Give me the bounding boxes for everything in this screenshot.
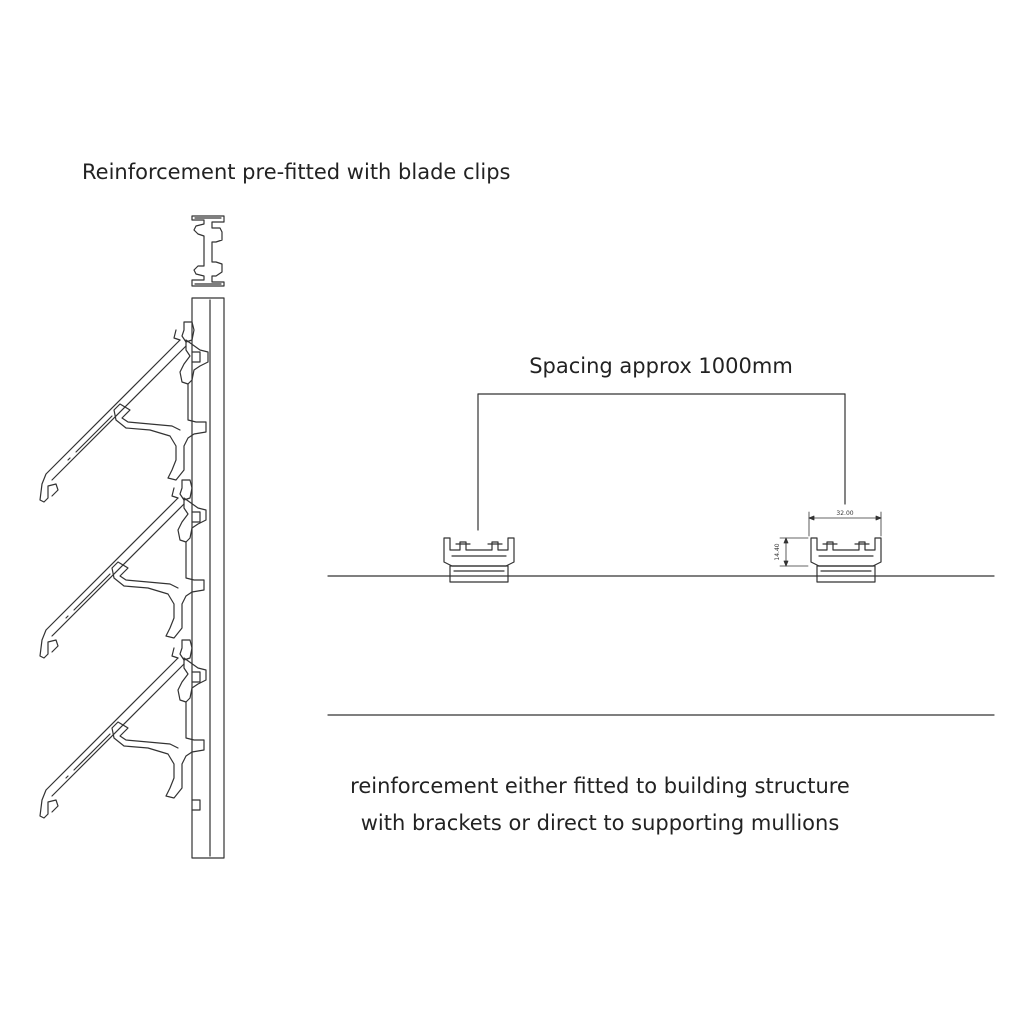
spacing-label-text: Spacing approx 1000mm: [529, 354, 793, 378]
reinforcement-section-left: [443, 537, 515, 583]
height-dimension: [779, 537, 809, 567]
note-line-2: with brackets or direct to supporting mu…: [360, 811, 840, 835]
reinforcement-title: Reinforcement pre-fitted with blade clip…: [82, 160, 511, 184]
spacing-label: Spacing approx 1000mm: [0, 354, 1024, 378]
reinforcement-section-right: [810, 537, 882, 583]
note-line-1: reinforcement either fitted to building …: [350, 774, 850, 798]
vertical-reinforcement-profile: [191, 297, 225, 859]
louvre-blade-1: [39, 321, 209, 503]
width-dimension-value: 32.00: [836, 510, 853, 517]
louvre-blade-2: [39, 479, 207, 659]
louvre-blade-3: [39, 639, 207, 819]
spacing-dimension: [477, 393, 846, 531]
height-dimension-value: 14.40: [774, 543, 781, 560]
profile-clip-notches: [191, 351, 201, 811]
reinforcement-section-detail: [191, 215, 225, 287]
width-dimension: [808, 511, 882, 537]
